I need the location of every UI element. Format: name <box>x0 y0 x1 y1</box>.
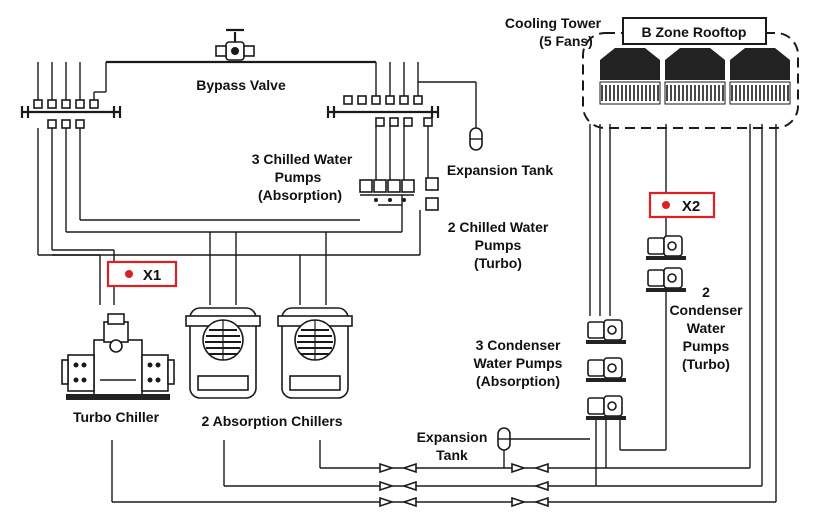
condenser-water-piping <box>589 124 777 502</box>
expansion-tank-bottom-label-2: Tank <box>436 447 468 463</box>
tower-fan-unit-3 <box>729 48 791 105</box>
turbo-cw-pumps-label-2: Condenser <box>669 302 743 318</box>
absorption-cw-pumps-label-2: Water Pumps <box>474 355 563 371</box>
absorption-chiller-1 <box>185 307 261 399</box>
turbo-condenser-water-pumps <box>646 235 686 292</box>
turbo-cw-pumps-label-1: 2 <box>702 284 710 300</box>
absorption-condenser-water-pumps <box>586 319 626 420</box>
absorption-chilled-water-pumps <box>359 126 415 232</box>
absorption-chiller-2 <box>277 307 353 399</box>
bypass-valve-label: Bypass Valve <box>196 77 286 93</box>
expansion-tank-bottom-label-1: Expansion <box>417 429 488 445</box>
absorption-cw-pumps-label-1: 3 Condenser <box>476 337 561 353</box>
bottom-return-piping <box>111 440 776 508</box>
turbo-cw-pumps-label-4: Pumps <box>683 338 730 354</box>
absorption-chw-pumps-label-3: (Absorption) <box>258 187 342 203</box>
bypass-valve <box>106 28 376 64</box>
cooling-tower <box>582 17 799 129</box>
left-chilled-water-header <box>20 62 122 129</box>
expansion-tank-top <box>418 81 483 151</box>
x1-label: X1 <box>143 267 161 284</box>
x1-marker <box>106 260 178 288</box>
left-chilled-water-piping <box>37 128 420 305</box>
turbo-chiller-label: Turbo Chiller <box>73 409 160 425</box>
turbo-chw-pumps-label-2: Pumps <box>475 237 522 253</box>
expansion-tank-bottom <box>497 427 590 468</box>
absorption-cw-pumps-label-3: (Absorption) <box>476 373 560 389</box>
turbo-chw-pumps-label-1: 2 Chilled Water <box>448 219 549 235</box>
tower-fan-unit-2 <box>664 48 726 105</box>
x2-label: X2 <box>682 198 700 215</box>
absorption-chillers-label: 2 Absorption Chillers <box>201 413 342 429</box>
turbo-chilled-water-pumps <box>419 126 439 255</box>
rooftop-label: B Zone Rooftop <box>642 24 747 40</box>
expansion-tank-top-label: Expansion Tank <box>447 162 554 178</box>
turbo-chiller <box>61 313 175 400</box>
tower-fan-unit-1 <box>599 48 661 105</box>
turbo-cw-pumps-label-3: Water <box>687 320 726 336</box>
turbo-chw-pumps-label-3: (Turbo) <box>474 255 522 271</box>
right-chilled-water-header <box>326 62 440 127</box>
turbo-cw-pumps-label-5: (Turbo) <box>682 356 730 372</box>
absorption-chw-pumps-label-1: 3 Chilled Water <box>252 151 353 167</box>
absorption-chw-pumps-label-2: Pumps <box>275 169 322 185</box>
cooling-tower-label: Cooling Tower <box>505 15 602 31</box>
x2-marker <box>648 191 716 219</box>
cooling-tower-fans-label: (5 Fans) <box>539 33 593 49</box>
